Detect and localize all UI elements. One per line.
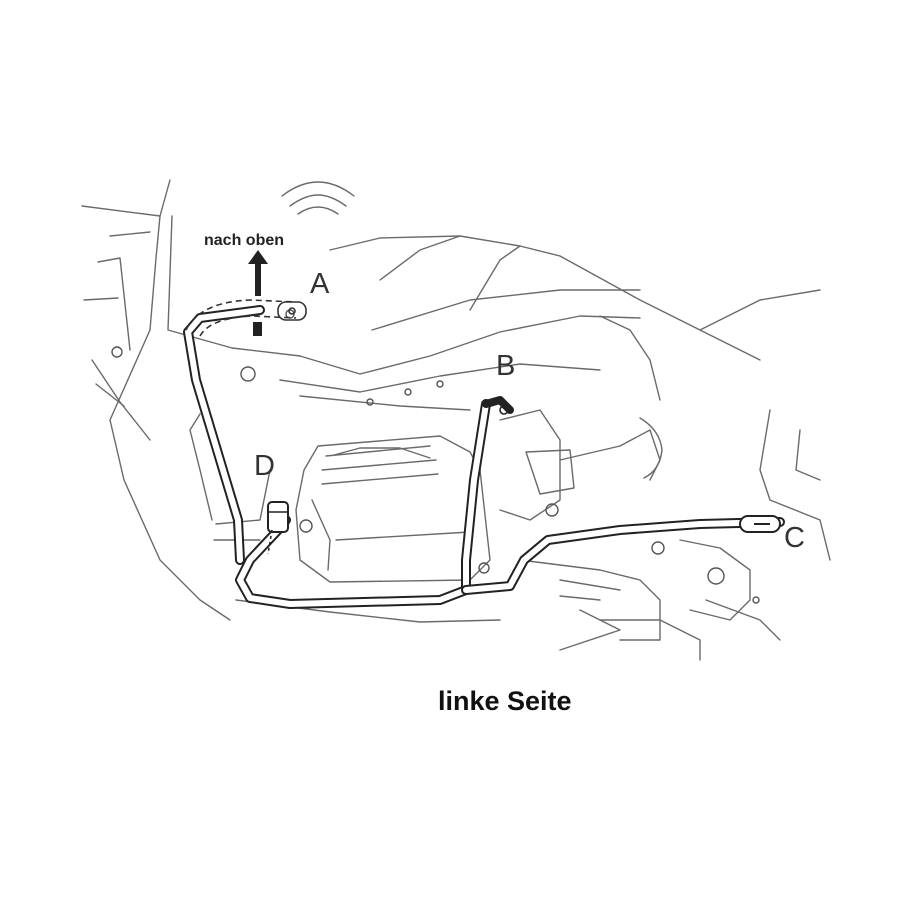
clamp-d <box>267 501 289 555</box>
diagram-caption: linke Seite <box>438 686 572 716</box>
background-motorcycle-outline <box>81 179 831 661</box>
point-label-a: A <box>310 268 330 300</box>
crash-bar <box>183 305 785 609</box>
point-label-d: D <box>254 450 275 482</box>
point-label-b: B <box>496 350 516 382</box>
mount-bracket-a <box>277 301 307 321</box>
end-plate-c <box>739 515 781 533</box>
up-arrow-icon <box>248 250 268 336</box>
screw-heads <box>111 309 760 604</box>
hidden-bar-section <box>185 299 297 337</box>
bolt-b <box>499 405 509 415</box>
point-label-c: C <box>784 522 805 554</box>
up-direction-label: nach oben <box>204 232 285 249</box>
